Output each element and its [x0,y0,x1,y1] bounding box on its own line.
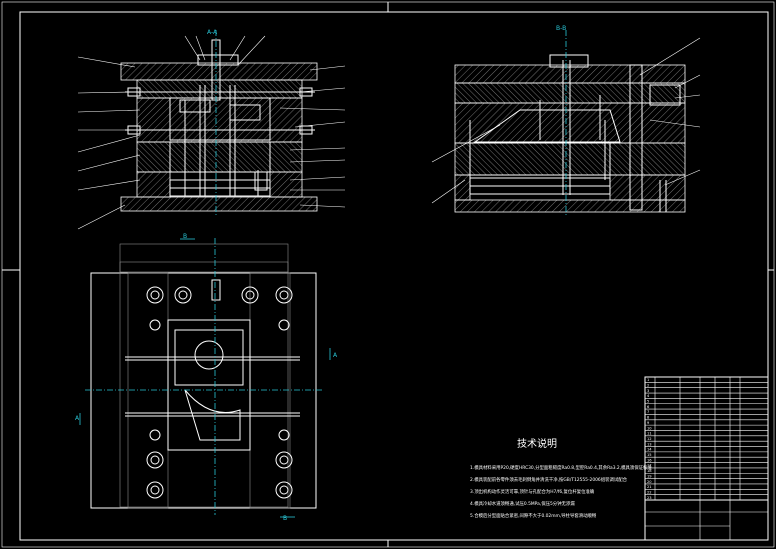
section-view-a-a: A-A [77,29,346,230]
plan-view: B A A B [75,233,338,522]
section-b-label: B-B [556,25,566,32]
parts-list-row-number: 20 [647,480,652,484]
parts-list-row-number: 12 [647,437,652,441]
tech-note-2: 2.模具装配前各零件须去毛刺倒角并清洗干净,按GB/T12555-2006组装调… [470,476,628,483]
parts-list-row-number: 18 [647,469,652,473]
parts-list-row-number: 2 [647,383,649,387]
tech-note-1: 1.模具材料采用P20,硬度HRC30,分型面粗糙度Ra0.8,型腔Ra0.4,… [470,464,652,471]
tech-notes-title: 技术说明 [517,437,557,450]
plan-mark-a-right: A [333,352,338,359]
tech-note-3: 3.顶出机构动作灵活可靠,顶针与孔配合为H7/f6,复位杆复位准确 [470,488,595,495]
parts-list-row-number: 5 [647,400,649,404]
parts-list-row-number: 16 [647,458,652,462]
section-a-label: A-A [207,29,218,36]
technical-notes: 技术说明 1.模具材料采用P20,硬度HRC30,分型面粗糙度Ra0.8,型腔R… [470,437,652,519]
parts-list-row-number: 19 [647,474,652,478]
tech-note-4: 4.模具冷却水道须畅通,试压0.5MPa,保压5分钟无渗漏 [470,500,575,507]
parts-list-row-number: 14 [647,448,652,452]
parts-list-row-number: 23 [647,496,652,500]
parts-list-row-number: 11 [647,432,652,436]
plan-mark-b-top: B [183,233,187,240]
parts-list-row-number: 13 [647,442,652,446]
tech-note-5: 5.合模后分型面贴合紧密,间隙不大于0.02mm,导柱导套滑动顺畅 [470,512,597,519]
parts-list-row-number: 3 [647,389,649,393]
section-view-b-b: B-B [431,25,701,215]
parts-list-row-number: 21 [647,485,652,489]
parts-list-row-number: 7 [647,410,649,414]
parts-list-row-number: 9 [647,421,650,425]
parts-list-row-number: 8 [647,416,650,420]
parts-list-row-number: 15 [647,453,652,457]
parts-list-row-number: 6 [647,405,650,409]
parts-list-row-number: 1 [647,378,649,382]
plan-mark-b-bottom: B [283,515,287,522]
parts-list-row-number: 10 [647,426,652,430]
parts-list-row-number: 4 [647,394,650,398]
parts-list-row-number: 22 [647,490,652,494]
parts-list-row-number: 17 [647,464,652,468]
plan-mark-a-left: A [75,415,80,422]
